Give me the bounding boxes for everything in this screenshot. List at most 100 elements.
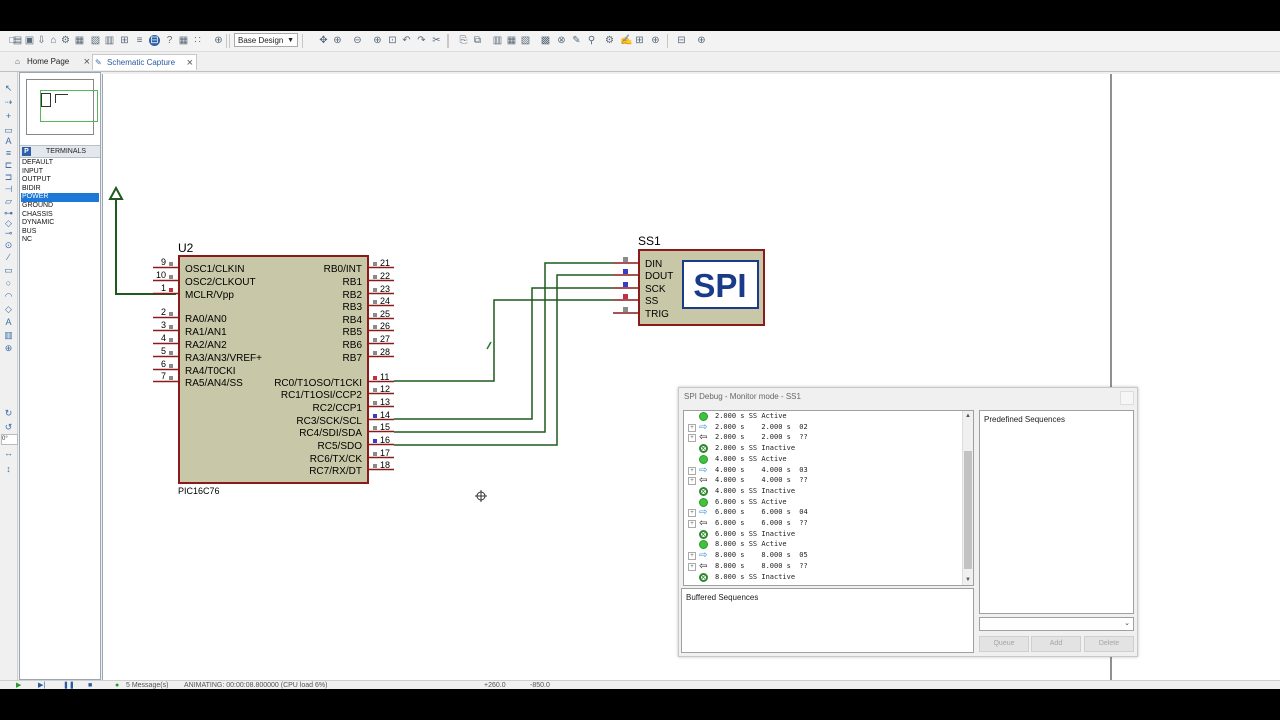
zoom-in-icon[interactable]: ✥ [319, 35, 328, 46]
close-icon[interactable]: × [83, 56, 90, 68]
home-icon[interactable]: ⌂ [50, 35, 57, 46]
zoom-out-icon[interactable]: ⊕ [333, 35, 342, 46]
tab-home-page[interactable]: ⌂ Home Page × [13, 54, 93, 70]
log-row[interactable]: 6.000 s SS Active [684, 497, 964, 508]
predefined-sequences-panel[interactable]: Predefined Sequences [979, 410, 1134, 614]
zoom-area-icon[interactable]: ⊕ [373, 35, 382, 46]
log-row[interactable]: +⇨4.000 s 4.000 s 03 [684, 465, 964, 476]
log-row[interactable]: +⇨8.000 s 8.000 s 05 [684, 550, 964, 561]
terminal-item-output[interactable]: OUTPUT [22, 176, 51, 184]
expand-icon[interactable]: + [688, 552, 696, 561]
log-row[interactable]: +⇨2.000 s 2.000 s 02 [684, 422, 964, 433]
save-icon[interactable]: ▣ [24, 35, 35, 46]
component-icon[interactable]: ⇢ [4, 97, 13, 107]
log-row[interactable]: 4.000 s SS Active [684, 454, 964, 465]
expand-icon[interactable]: + [688, 423, 696, 432]
sequence-select[interactable]: ⌄ [979, 617, 1134, 631]
cut-icon[interactable]: ↷ [417, 35, 426, 46]
terminal-item-nc[interactable]: NC [22, 236, 33, 244]
terminal-icon[interactable]: ⊐ [4, 172, 13, 182]
dots-icon[interactable]: ▦ [178, 35, 189, 46]
junction-icon[interactable]: + [5, 111, 12, 121]
help-icon[interactable]: ⊟ [149, 35, 160, 46]
terminal-item-input[interactable]: INPUT [22, 167, 43, 175]
pick-icon[interactable]: ▩ [540, 35, 551, 46]
pin-icon[interactable]: ⊣ [4, 184, 13, 194]
zoom-all-icon[interactable]: ⊖ [353, 35, 362, 46]
wire-autorouter-icon[interactable]: ⚙ [605, 35, 614, 46]
log-row[interactable]: 2.000 s SS Active [684, 411, 964, 422]
rotate-ccw-icon[interactable]: ↺ [4, 422, 13, 432]
circle-icon[interactable]: ○ [5, 278, 12, 288]
import-icon[interactable]: ⇩ [37, 35, 46, 46]
block-move-icon[interactable]: ▥ [492, 35, 503, 46]
log-row[interactable]: +⇨6.000 s 6.000 s 04 [684, 507, 964, 518]
pan-icon[interactable]: ⊕ [214, 35, 223, 46]
generator-icon[interactable]: ◇ [5, 218, 12, 228]
terminal-item-power[interactable]: POWER [21, 193, 99, 202]
expand-icon[interactable]: + [688, 466, 696, 475]
gerber-icon[interactable]: ⊞ [120, 35, 129, 46]
terminal-item-dynamic[interactable]: DYNAMIC [22, 219, 55, 227]
marker-icon[interactable]: ⊕ [4, 343, 13, 353]
terminal-item-bus[interactable]: BUS [22, 227, 37, 235]
packaging-icon[interactable]: ✎ [572, 35, 581, 46]
delete-button[interactable]: Delete [1084, 636, 1134, 652]
bus-icon[interactable]: ≡ [5, 148, 12, 158]
symbol-icon[interactable]: ▥ [4, 330, 13, 340]
log-row[interactable]: 6.000 s SS Inactive [684, 529, 964, 540]
3d-icon[interactable]: ▧ [90, 35, 101, 46]
expand-icon[interactable]: + [688, 477, 696, 486]
scroll-down-icon[interactable]: ▼ [965, 577, 971, 583]
log-row[interactable]: 4.000 s SS Inactive [684, 486, 964, 498]
block-copy-icon[interactable]: ⧉ [473, 35, 482, 46]
remove-sheet-icon[interactable]: ⊟ [677, 35, 686, 46]
open-icon[interactable]: ▤ [12, 35, 23, 46]
tab-schematic-capture[interactable]: ✎ Schematic Capture × [92, 54, 197, 70]
log-row[interactable]: +⇦4.000 s 4.000 s ?? [684, 475, 964, 486]
terminal-item-chassis[interactable]: CHASSIS [22, 210, 53, 218]
decompose-icon[interactable]: ⚲ [587, 35, 596, 46]
terminal-item-default[interactable]: DEFAULT [22, 159, 53, 166]
label-icon[interactable]: ▭ [4, 125, 13, 135]
new-sheet-icon[interactable]: ⊕ [651, 35, 660, 46]
line-icon[interactable]: ∕ [7, 252, 10, 262]
expand-icon[interactable]: + [688, 562, 696, 571]
terminal-item-ground[interactable]: GROUND [22, 201, 54, 209]
copy-icon[interactable]: ✂ [432, 35, 441, 46]
probe-icon[interactable]: ⊸ [4, 228, 13, 238]
rotation-angle-field[interactable]: 0° [1, 434, 18, 445]
netlist-icon[interactable]: ⊕ [697, 35, 706, 46]
bom-icon[interactable]: ▥ [104, 35, 115, 46]
log-row[interactable]: +⇦6.000 s 6.000 s ?? [684, 518, 964, 529]
buffered-sequences-panel[interactable]: Buffered Sequences [681, 588, 974, 653]
scroll-thumb[interactable] [964, 451, 972, 569]
tape-icon[interactable]: ⊶ [4, 208, 13, 218]
pause-icon[interactable]: ❚❚ [63, 682, 75, 689]
terminal-item-bidir[interactable]: BIDIR [22, 184, 41, 192]
paste-icon[interactable]: ⎘ [459, 35, 468, 46]
log-row[interactable]: +⇦2.000 s 2.000 s ?? [684, 432, 964, 443]
expand-icon[interactable]: + [688, 434, 696, 443]
origin-icon[interactable]: ∷ [194, 35, 201, 46]
pick-devices-button[interactable]: P [22, 147, 31, 156]
subcircuit-icon[interactable]: ⊏ [4, 160, 13, 170]
close-icon[interactable]: × [186, 57, 193, 69]
design-variant-select[interactable]: Base Design ▼ [234, 33, 298, 47]
search-icon[interactable]: ✍ [620, 35, 633, 46]
spi-transaction-log[interactable]: 2.000 s SS Active+⇨2.000 s 2.000 s 02+⇦2… [683, 410, 974, 586]
pcb-icon[interactable]: ▦ [74, 35, 85, 46]
overview-window[interactable] [26, 79, 98, 135]
log-scrollbar[interactable]: ▲ ▼ [962, 411, 973, 585]
schematic-icon[interactable]: ⚙ [61, 35, 70, 46]
undo-icon[interactable]: ⊡ [388, 35, 397, 46]
add-button[interactable]: Add [1031, 636, 1081, 652]
property-icon[interactable]: ⊞ [635, 35, 644, 46]
log-row[interactable]: 8.000 s SS Inactive [684, 572, 964, 583]
scroll-up-icon[interactable]: ▲ [965, 413, 971, 419]
text-icon[interactable]: A [5, 136, 12, 146]
play-icon[interactable]: ▶ [16, 682, 22, 689]
make-device-icon[interactable]: ⊗ [557, 35, 566, 46]
box-icon[interactable]: ▭ [4, 265, 13, 275]
path-icon[interactable]: ◇ [5, 304, 12, 314]
